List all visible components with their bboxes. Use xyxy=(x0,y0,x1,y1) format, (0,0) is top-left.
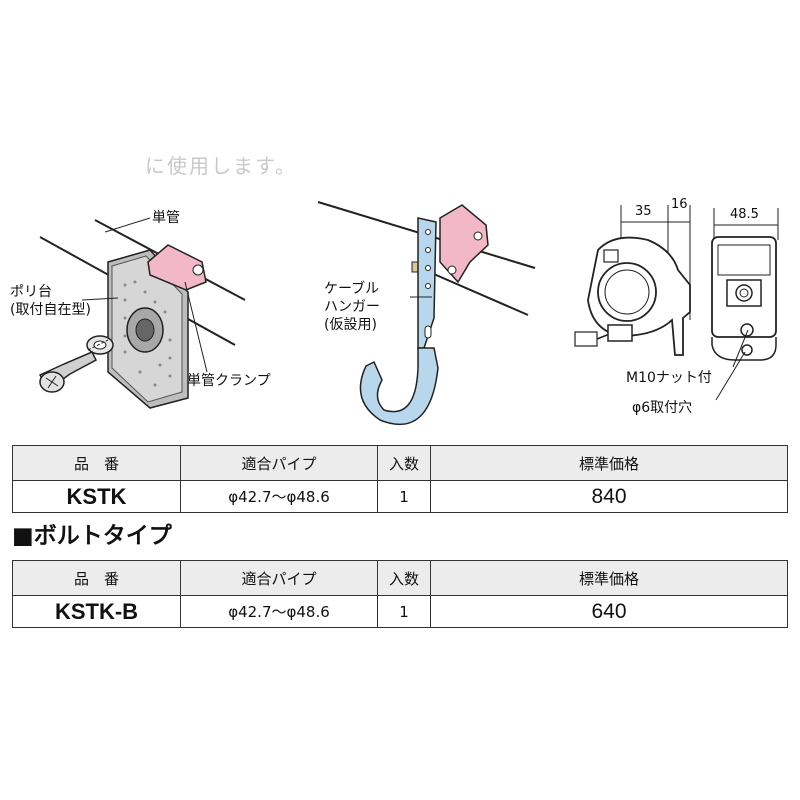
table-row: KSTK φ42.7〜φ48.6 1 840 xyxy=(12,480,788,513)
cable-hanger-illustration xyxy=(317,201,536,425)
label-cable-hanger-line2: ハンガー xyxy=(324,299,380,315)
header-standard-price: 標準価格 xyxy=(430,560,788,596)
header-product-code: 品 番 xyxy=(12,445,181,481)
cell-product-code: KSTK xyxy=(12,480,181,513)
label-single-pipe: 単管 xyxy=(152,210,180,226)
spec-table-bolt-type: 品 番 適合パイプ 入数 標準価格 KSTK-B φ42.7〜φ48.6 1 6… xyxy=(12,560,788,628)
label-cable-hanger: ケーブル ハンガー (仮設用) xyxy=(324,280,380,334)
dim-48-5: 48.5 xyxy=(730,207,759,222)
header-compatible-pipe: 適合パイプ xyxy=(180,445,378,481)
product-illustrations xyxy=(38,201,779,425)
label-hole: φ6取付穴 xyxy=(632,400,693,416)
faded-caption: に使用します。 xyxy=(145,154,297,178)
label-cable-hanger-line3: (仮設用) xyxy=(324,317,377,333)
poly-base-illustration xyxy=(38,217,246,409)
spec-table-standard: 品 番 適合パイプ 入数 標準価格 KSTK φ42.7〜φ48.6 1 840 xyxy=(12,445,788,513)
table-header-row: 品 番 適合パイプ 入数 標準価格 xyxy=(12,560,788,596)
header-product-code: 品 番 xyxy=(12,560,181,596)
cell-standard-price: 640 xyxy=(430,595,788,628)
header-quantity: 入数 xyxy=(377,560,431,596)
bolt-type-drawing xyxy=(574,205,779,401)
cell-quantity: 1 xyxy=(377,595,431,628)
section-title-bolt-type: ■ボルトタイプ xyxy=(12,523,172,549)
table-header-row: 品 番 適合パイプ 入数 標準価格 xyxy=(12,445,788,481)
label-m10-nut: M10ナット付 xyxy=(626,370,712,386)
dim-35: 35 xyxy=(635,204,652,219)
dim-16: 16 xyxy=(671,197,688,212)
label-poly-base-line1: ポリ台 xyxy=(10,284,52,300)
label-poly-base: ポリ台 (取付自在型) xyxy=(10,283,91,319)
cell-quantity: 1 xyxy=(377,480,431,513)
table-row: KSTK-B φ42.7〜φ48.6 1 640 xyxy=(12,595,788,628)
header-standard-price: 標準価格 xyxy=(430,445,788,481)
label-poly-base-line2: (取付自在型) xyxy=(10,302,91,318)
cell-compatible-pipe: φ42.7〜φ48.6 xyxy=(180,595,378,628)
cell-product-code: KSTK-B xyxy=(12,595,181,628)
cell-compatible-pipe: φ42.7〜φ48.6 xyxy=(180,480,378,513)
cell-standard-price: 840 xyxy=(430,480,788,513)
header-compatible-pipe: 適合パイプ xyxy=(180,560,378,596)
label-single-pipe-clamp: 単管クランプ xyxy=(187,373,271,389)
label-cable-hanger-line1: ケーブル xyxy=(324,281,380,297)
header-quantity: 入数 xyxy=(377,445,431,481)
